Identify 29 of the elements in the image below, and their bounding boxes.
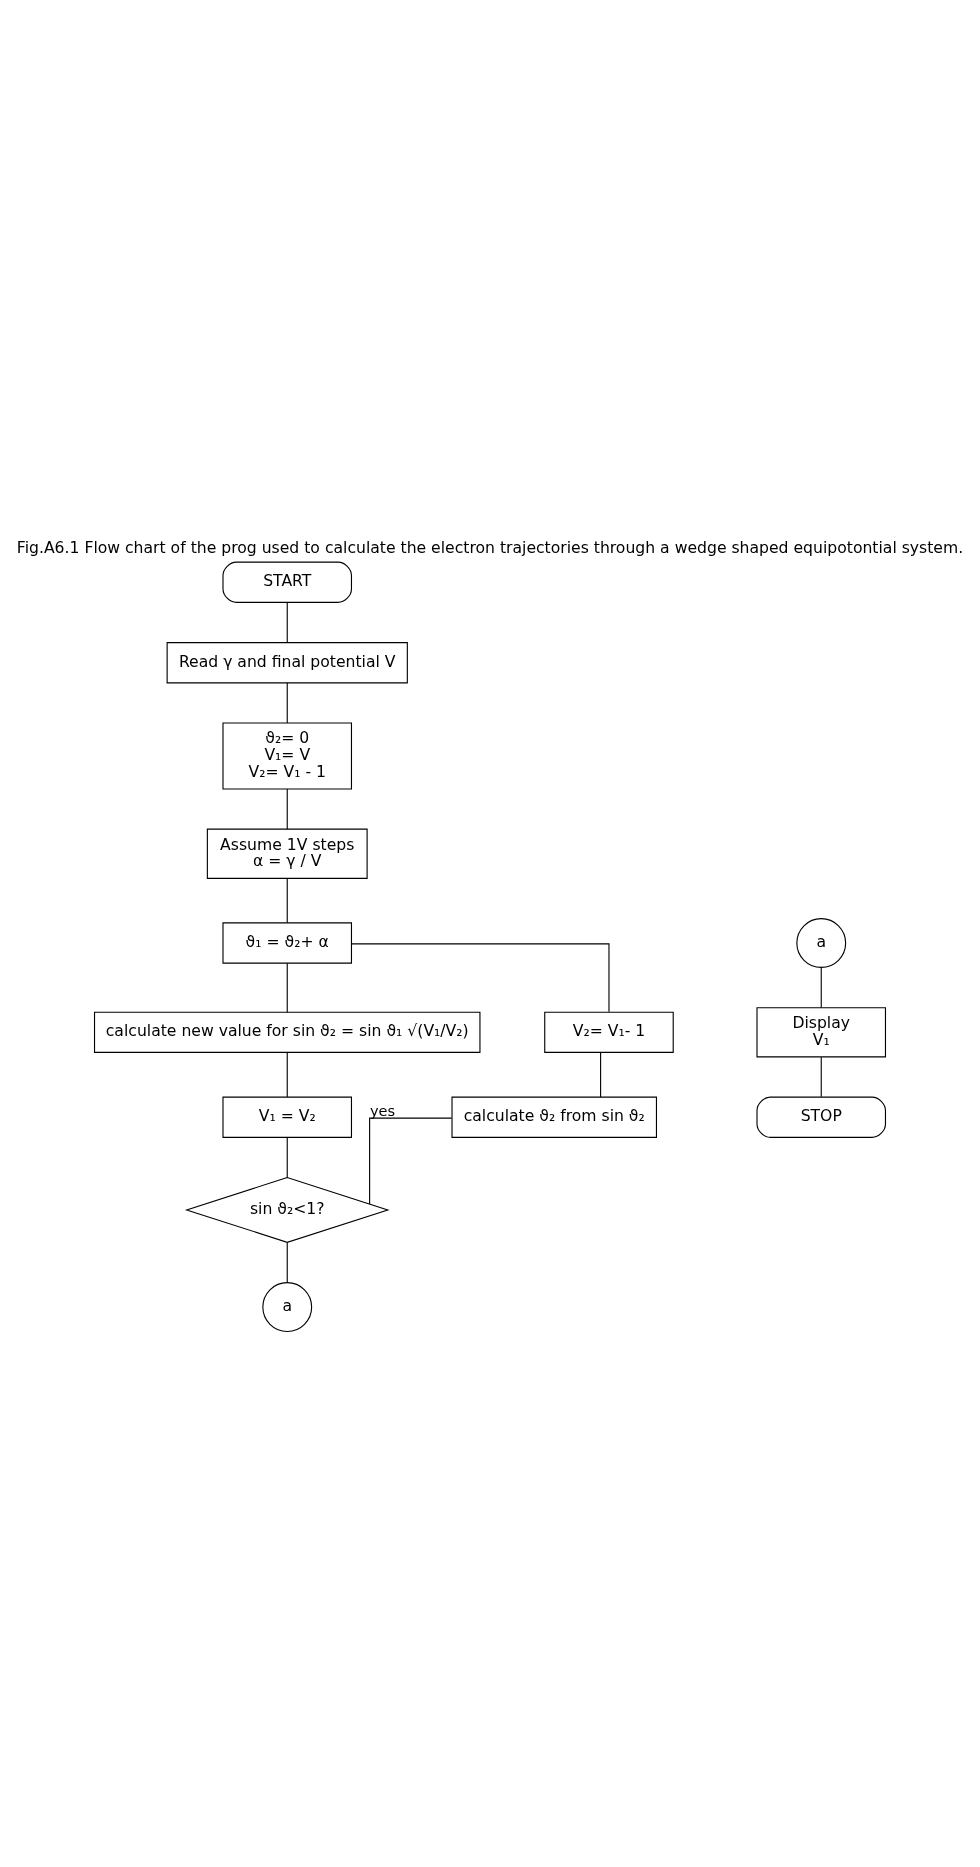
connector — [286, 877, 288, 923]
connector — [600, 1051, 602, 1098]
node-box: calculate ϑ₂ from sin ϑ₂ — [451, 1096, 657, 1138]
caption: Fig.A6.1 Flow chart of the prog used to calculate the electron trajectories through a wedge shaped equipotontial system. — [16, 537, 964, 557]
node-circle: a — [796, 917, 847, 968]
node-box: V₂= V₁- 1 — [544, 1011, 674, 1053]
connector — [351, 942, 610, 1012]
edge-label: yes — [369, 1102, 396, 1119]
connector — [820, 1056, 822, 1097]
node-circle: a — [262, 1281, 313, 1332]
connector — [369, 1117, 453, 1204]
node-diamond: sin ϑ₂<1? — [184, 1176, 390, 1243]
node-box: Assume 1V steps α = γ / V — [206, 828, 368, 879]
connector — [286, 681, 288, 723]
node-box: STOP — [756, 1096, 887, 1138]
connector — [286, 1136, 288, 1178]
connector — [286, 1241, 288, 1283]
node-box: START — [222, 561, 353, 603]
connector — [286, 962, 288, 1013]
node-box: V₁ = V₂ — [222, 1096, 353, 1138]
node-box: Read γ and final potential V — [166, 641, 408, 683]
connector — [286, 601, 288, 643]
connector — [286, 1051, 288, 1097]
node-box: Display V₁ — [756, 1006, 887, 1057]
connector — [286, 788, 288, 830]
node-box: ϑ₁ = ϑ₂+ α — [222, 921, 353, 964]
connector — [820, 966, 822, 1008]
node-box: calculate new value for sin ϑ₂ = sin ϑ₁ √(V₁/V₂) — [93, 1011, 481, 1053]
node-box: ϑ₂= 0 V₁= V V₂= V₁ - 1 — [222, 721, 353, 789]
